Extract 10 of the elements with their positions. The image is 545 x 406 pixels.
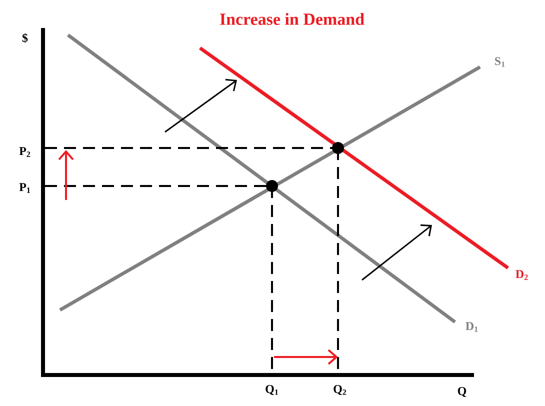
curve-label: D$_{2}$ <box>516 270 528 280</box>
quantity-label: Q$_{2}$ <box>334 385 346 395</box>
chart-title: Increase in Demand <box>220 13 364 25</box>
curve-label: S$_{1}$ <box>495 57 505 67</box>
axis-label: Q <box>458 387 466 397</box>
curve-label: D$_{1}$ <box>466 322 478 332</box>
price-label: P$_{1}$ <box>19 183 30 193</box>
quantity-label: Q$_{1}$ <box>266 385 278 395</box>
price-label: P$_{2}$ <box>19 147 30 157</box>
axis-label: $ <box>22 33 28 43</box>
